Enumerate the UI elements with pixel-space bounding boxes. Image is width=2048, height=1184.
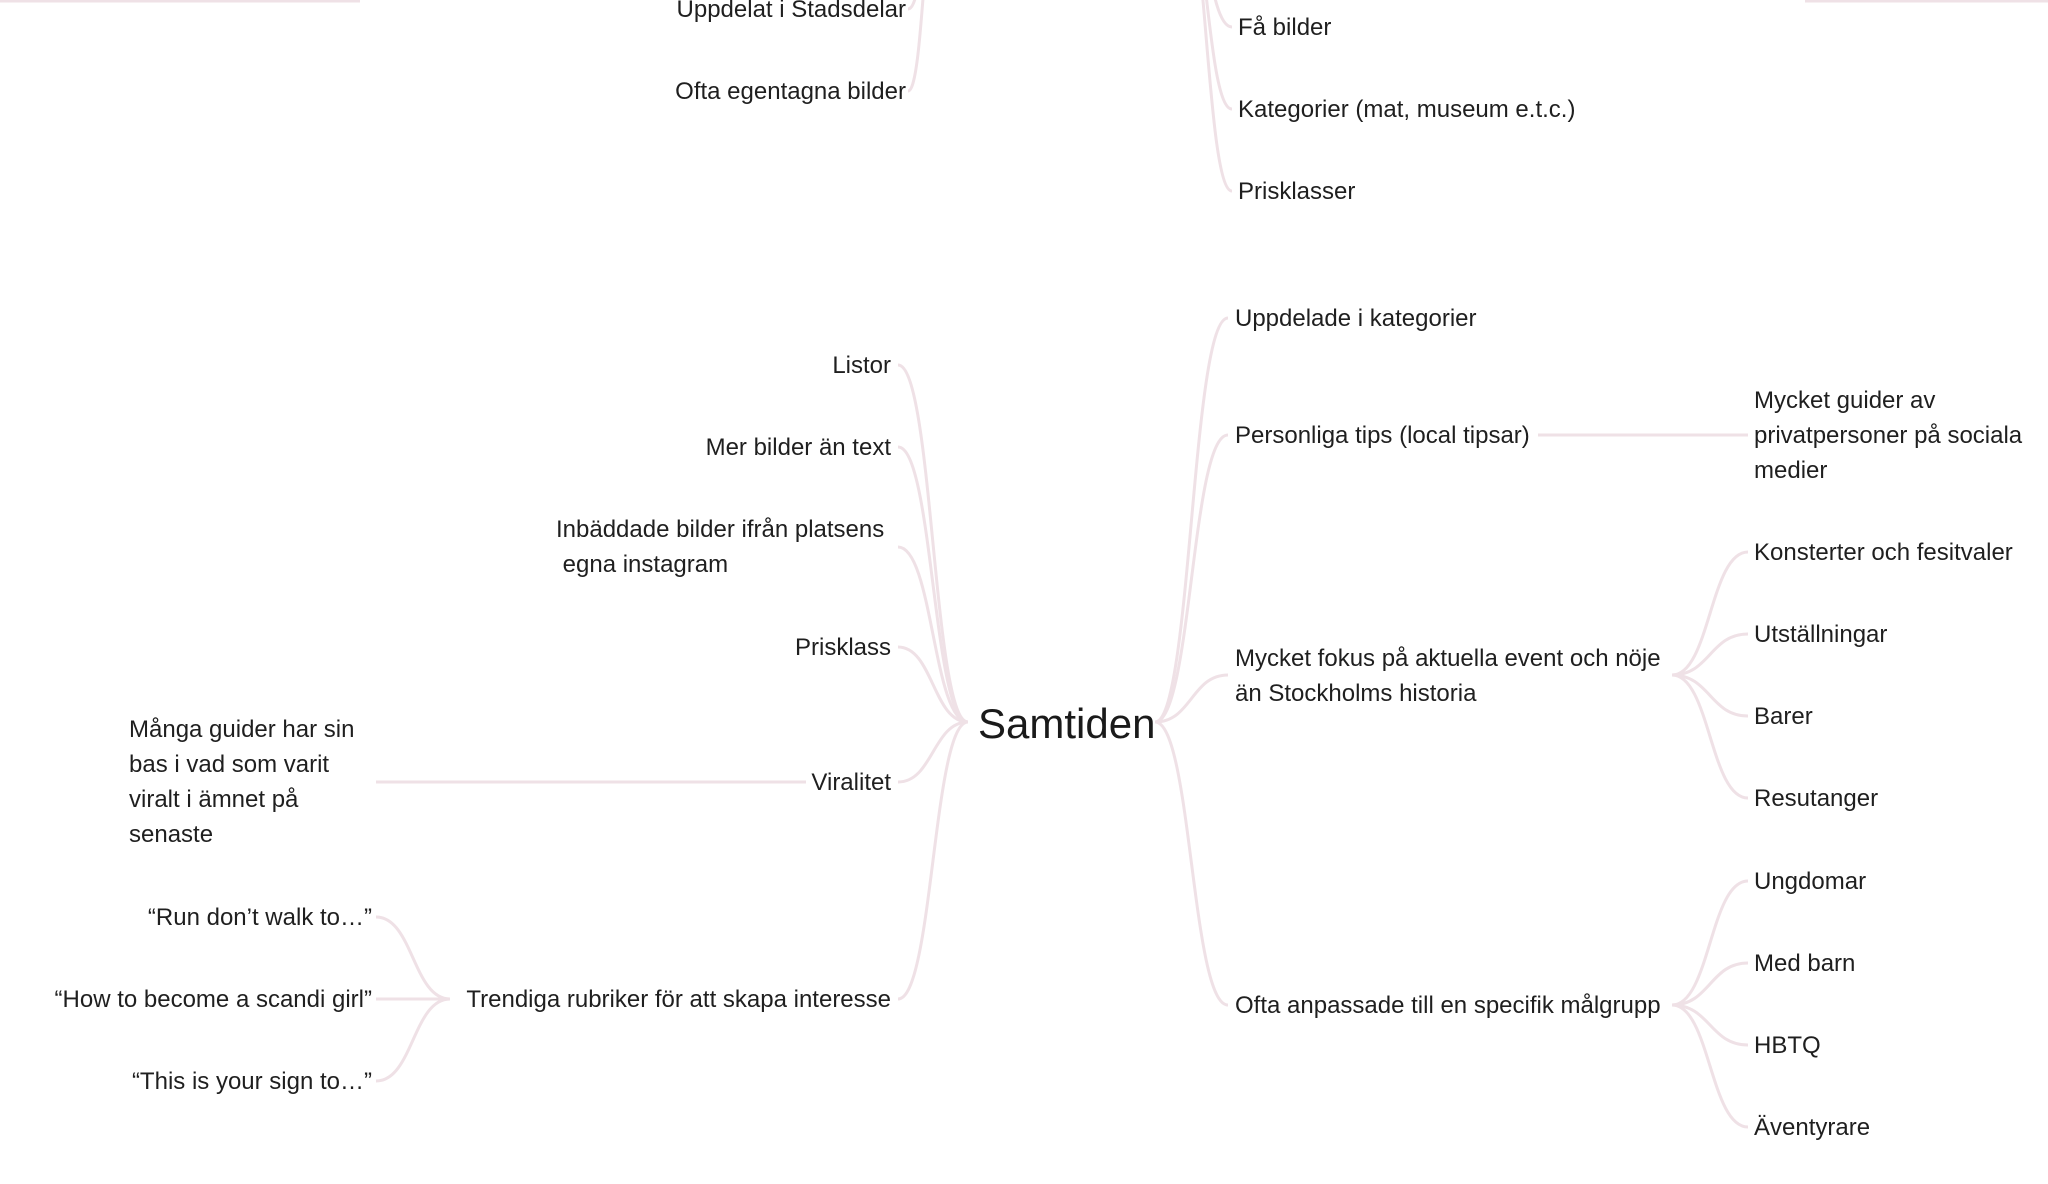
connector-malgrupp-child-2 (1671, 1003, 1749, 1047)
node-listor[interactable]: Listor (832, 352, 891, 379)
connector-left-1 (897, 445, 969, 724)
connector-top-left-0 (907, 0, 917, 11)
connector-right-0 (1154, 316, 1229, 724)
node-personliga-tips[interactable]: Personliga tips (local tipsar) (1235, 422, 1530, 449)
node-egentagna-bilder[interactable]: Ofta egentagna bilder (675, 78, 906, 105)
node-mer-bilder[interactable]: Mer bilder än text (705, 434, 891, 461)
connector-left-4 (897, 720, 969, 784)
connector-left-0 (897, 363, 969, 724)
node-barer[interactable]: Barer (1754, 703, 1813, 730)
node-inbaddade-bilder[interactable]: Inbäddade bilder ifrån platsens egna ins… (556, 516, 885, 578)
node-aktuella-event[interactable]: Mycket fokus på aktuella event och nöje … (1235, 645, 1661, 707)
node-run-dont-walk[interactable]: “Run don’t walk to…” (147, 904, 372, 931)
node-specifik-malgrupp[interactable]: Ofta anpassade till en specifik målgrupp (1235, 992, 1661, 1019)
connector-top-left-1 (906, 0, 925, 93)
node-hbtq[interactable]: HBTQ (1754, 1032, 1821, 1059)
node-prisklass[interactable]: Prisklass (794, 634, 891, 661)
connector-top-right-1 (1205, 0, 1233, 111)
node-prisklasser[interactable]: Prisklasser (1238, 178, 1356, 205)
root-node-samtiden[interactable]: Samtiden (978, 700, 1156, 747)
node-scandi-girl[interactable]: “How to become a scandi girl” (54, 986, 372, 1013)
connector-right-2 (1154, 673, 1229, 724)
connector-left-3 (897, 645, 969, 724)
node-uppdelat-stadsdelar[interactable]: Uppdelat i Stadsdelar (676, 0, 906, 23)
node-trendiga-rubriker[interactable]: Trendiga rubriker för att skapa interess… (466, 986, 891, 1013)
connector-event-child-3 (1671, 673, 1749, 800)
node-viralitet[interactable]: Viralitet (811, 769, 891, 796)
connector-malgrupp-child-3 (1671, 1003, 1749, 1129)
connector-event-child-2 (1671, 673, 1749, 718)
connector-right-1 (1154, 433, 1229, 724)
node-your-sign[interactable]: “This is your sign to…” (131, 1068, 372, 1095)
node-manga-guider-viralt[interactable]: Många guider har sin bas i vad som varit… (129, 716, 355, 848)
connector-top-right-2 (1201, 0, 1233, 193)
connector-top-right-0 (1213, 0, 1233, 29)
connector-right-3 (1154, 720, 1229, 1007)
connector-malgrupp-child-1 (1671, 961, 1749, 1007)
connector-event-child-0 (1671, 550, 1749, 677)
node-uppdelade-kategorier[interactable]: Uppdelade i kategorier (1235, 305, 1477, 332)
node-fa-bilder[interactable]: Få bilder (1238, 14, 1332, 41)
connector-rubriker-child-0 (375, 915, 451, 1001)
connector-left-5 (897, 720, 969, 1001)
connector-event-child-1 (1671, 632, 1749, 677)
node-med-barn[interactable]: Med barn (1754, 950, 1856, 977)
node-ungdomar[interactable]: Ungdomar (1754, 868, 1867, 895)
node-privatpersoner-sociala-medier[interactable]: Mycket guider av privatpersoner på socia… (1754, 387, 2023, 484)
node-kategorier-mat-museum[interactable]: Kategorier (mat, museum e.t.c.) (1238, 96, 1576, 123)
node-aventyrare[interactable]: Äventyrare (1754, 1114, 1871, 1141)
node-konserter-festivaler[interactable]: Konsterter och fesitvaler (1754, 539, 2013, 566)
connector-rubriker-child-2 (375, 997, 451, 1083)
connector-left-2 (897, 545, 969, 724)
connector-malgrupp-child-0 (1671, 879, 1749, 1007)
node-restauranger[interactable]: Resutanger (1754, 785, 1879, 812)
node-utstallningar[interactable]: Utställningar (1754, 621, 1888, 648)
